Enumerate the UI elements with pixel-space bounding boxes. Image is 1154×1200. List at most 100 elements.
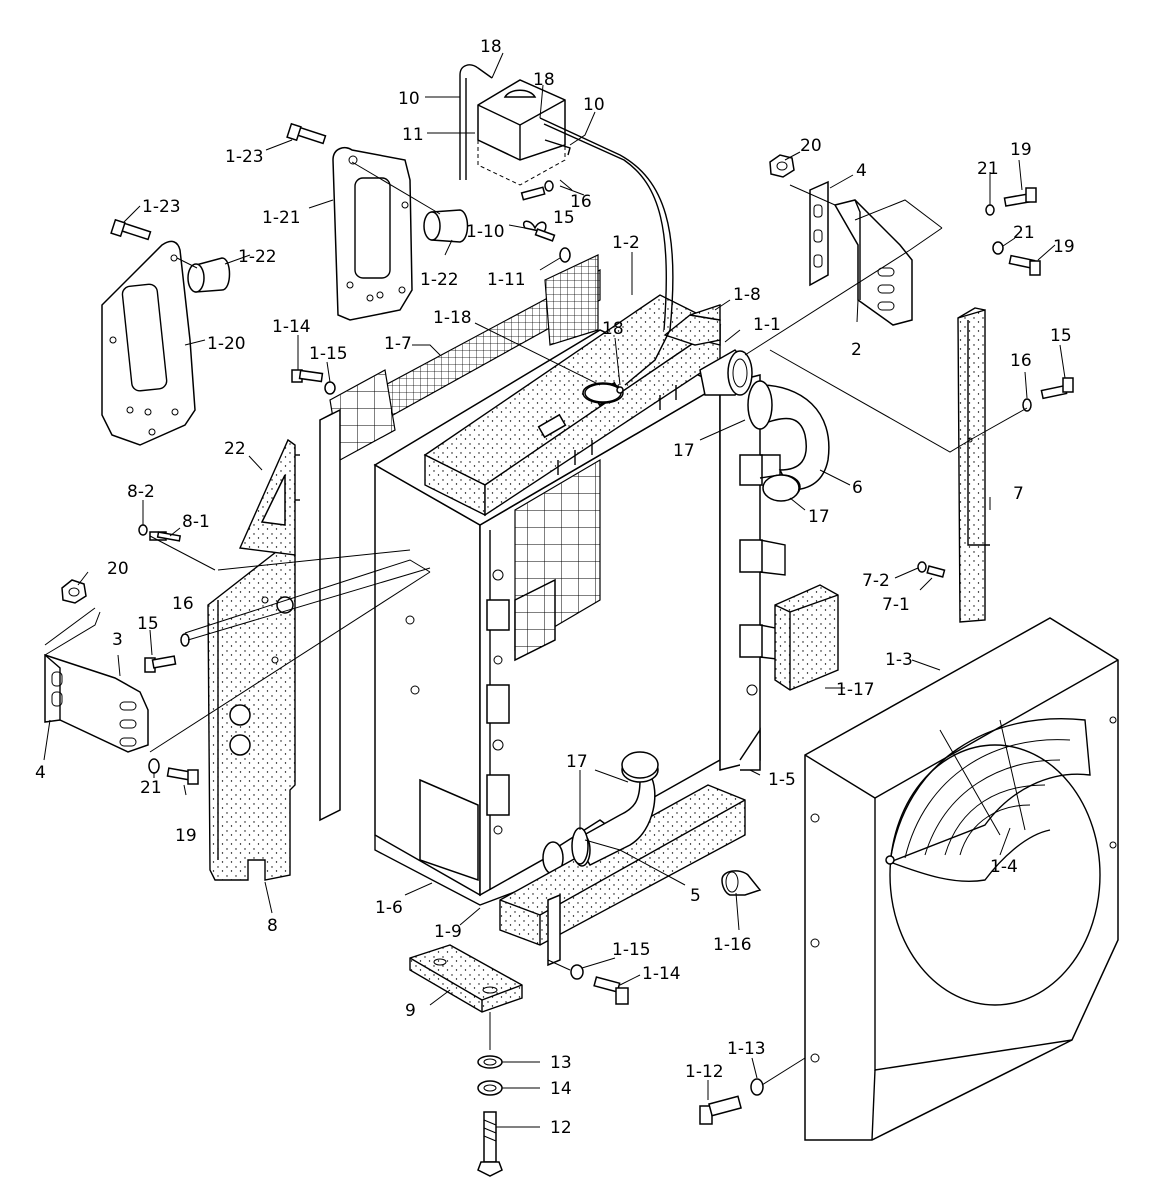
washer-1-15-upper	[324, 381, 336, 395]
bolt-1-23-lower	[110, 218, 152, 241]
seal-plate-1-20	[101, 240, 196, 446]
label-1-10: 1-10	[466, 222, 505, 242]
label-1-9: 1-9	[434, 922, 462, 942]
clamp-17-low	[571, 751, 659, 865]
label-1-1: 1-1	[753, 315, 781, 335]
label-21: 21	[140, 778, 162, 798]
label-16: 16	[1010, 351, 1032, 371]
label-1-2: 1-2	[612, 233, 640, 253]
fan-guard	[885, 718, 1091, 882]
washer-13	[477, 1055, 503, 1069]
label-10: 10	[583, 95, 605, 115]
reservoir-tank	[477, 79, 571, 186]
label-1-17: 1-17	[836, 680, 875, 700]
washer-1-15-lower	[570, 964, 584, 980]
bottom-foam-bar	[499, 784, 746, 967]
label-1-5: 1-5	[768, 770, 796, 790]
label-22: 22	[224, 439, 246, 459]
label-5: 5	[690, 886, 701, 906]
wing-bolt-1-10	[523, 220, 556, 242]
washer-21-upper	[985, 204, 995, 216]
radiator-right-tank	[719, 374, 786, 771]
bolt-19-mid	[1008, 254, 1041, 276]
label-18: 18	[533, 70, 555, 90]
bolt-1-12	[699, 1095, 742, 1125]
label-19: 19	[175, 826, 197, 846]
label-8-1: 8-1	[182, 512, 210, 532]
side-bracket-8	[207, 544, 296, 881]
label-7-1: 7-1	[882, 595, 910, 615]
gusset-plate-22	[238, 438, 300, 556]
label-1-11: 1-11	[487, 270, 526, 290]
label-20: 20	[107, 559, 129, 579]
mount-plate-4-upper	[809, 180, 829, 287]
label-1-8: 1-8	[733, 285, 761, 305]
washer-16-right	[1022, 398, 1032, 412]
bolt-15-right	[1040, 377, 1074, 400]
bolt-1-14-upper	[291, 369, 324, 383]
upper-inlet-pipe	[699, 349, 753, 396]
side-mesh-screen	[319, 254, 601, 822]
hose-clamp-1-16	[721, 870, 762, 896]
bolt-19-upper	[1003, 187, 1037, 207]
label-1-15: 1-15	[309, 344, 348, 364]
bolt-8-1	[149, 531, 182, 542]
label-15: 15	[553, 208, 575, 228]
label-17: 17	[566, 752, 588, 772]
label-1-23: 1-23	[142, 197, 181, 217]
label-4: 4	[856, 161, 867, 181]
top-foam-pad-1-8	[663, 304, 721, 346]
label-7: 7	[1013, 484, 1024, 504]
label-17: 17	[673, 441, 695, 461]
label-3: 3	[112, 630, 123, 650]
label-16: 16	[172, 594, 194, 614]
label-18: 18	[602, 319, 624, 339]
washer-14	[477, 1080, 503, 1096]
bolt-12	[477, 1111, 503, 1177]
label-12: 12	[550, 1118, 572, 1138]
label-1-23: 1-23	[225, 147, 264, 167]
label-1-22: 1-22	[238, 247, 277, 267]
washer-21-mid	[992, 241, 1004, 255]
nut-20-upper	[769, 154, 795, 178]
label-1-4: 1-4	[990, 857, 1018, 877]
label-2: 2	[851, 340, 862, 360]
callout-labels: 18 18 10 10 11 1-23 1-23 1-21 1-22 1-22 …	[35, 37, 1075, 1138]
clamp-17-top	[747, 380, 773, 430]
bolt-15-top	[520, 180, 554, 201]
label-14: 14	[550, 1079, 572, 1099]
washer-8-2	[138, 524, 148, 536]
bolt-1-23-upper	[286, 122, 327, 145]
washer-1-13	[750, 1078, 764, 1096]
label-13: 13	[550, 1053, 572, 1073]
label-10: 10	[398, 89, 420, 109]
bolt-15-left	[144, 655, 177, 673]
label-1-21: 1-21	[262, 208, 301, 228]
clamp-17-mid	[762, 474, 800, 502]
label-16: 16	[570, 192, 592, 212]
label-1-14: 1-14	[642, 964, 681, 984]
label-15: 15	[137, 614, 159, 634]
label-21: 21	[977, 159, 999, 179]
label-11: 11	[402, 125, 424, 145]
label-1-7: 1-7	[384, 334, 412, 354]
label-4: 4	[35, 763, 46, 783]
label-1-18: 1-18	[433, 308, 472, 328]
label-1-3: 1-3	[885, 650, 913, 670]
label-8-2: 8-2	[127, 482, 155, 502]
label-1-6: 1-6	[375, 898, 403, 918]
label-17: 17	[808, 507, 830, 527]
mount-pad-9	[409, 944, 523, 1013]
label-15: 15	[1050, 326, 1072, 346]
label-1-12: 1-12	[685, 1062, 724, 1082]
label-19: 19	[1053, 237, 1075, 257]
label-19: 19	[1010, 140, 1032, 160]
bolt-7-1	[926, 565, 946, 578]
label-1-22: 1-22	[420, 270, 459, 290]
label-8: 8	[267, 916, 278, 936]
label-1-14: 1-14	[272, 317, 311, 337]
label-6: 6	[852, 478, 863, 498]
label-1-20: 1-20	[207, 334, 246, 354]
label-1-13: 1-13	[727, 1039, 766, 1059]
